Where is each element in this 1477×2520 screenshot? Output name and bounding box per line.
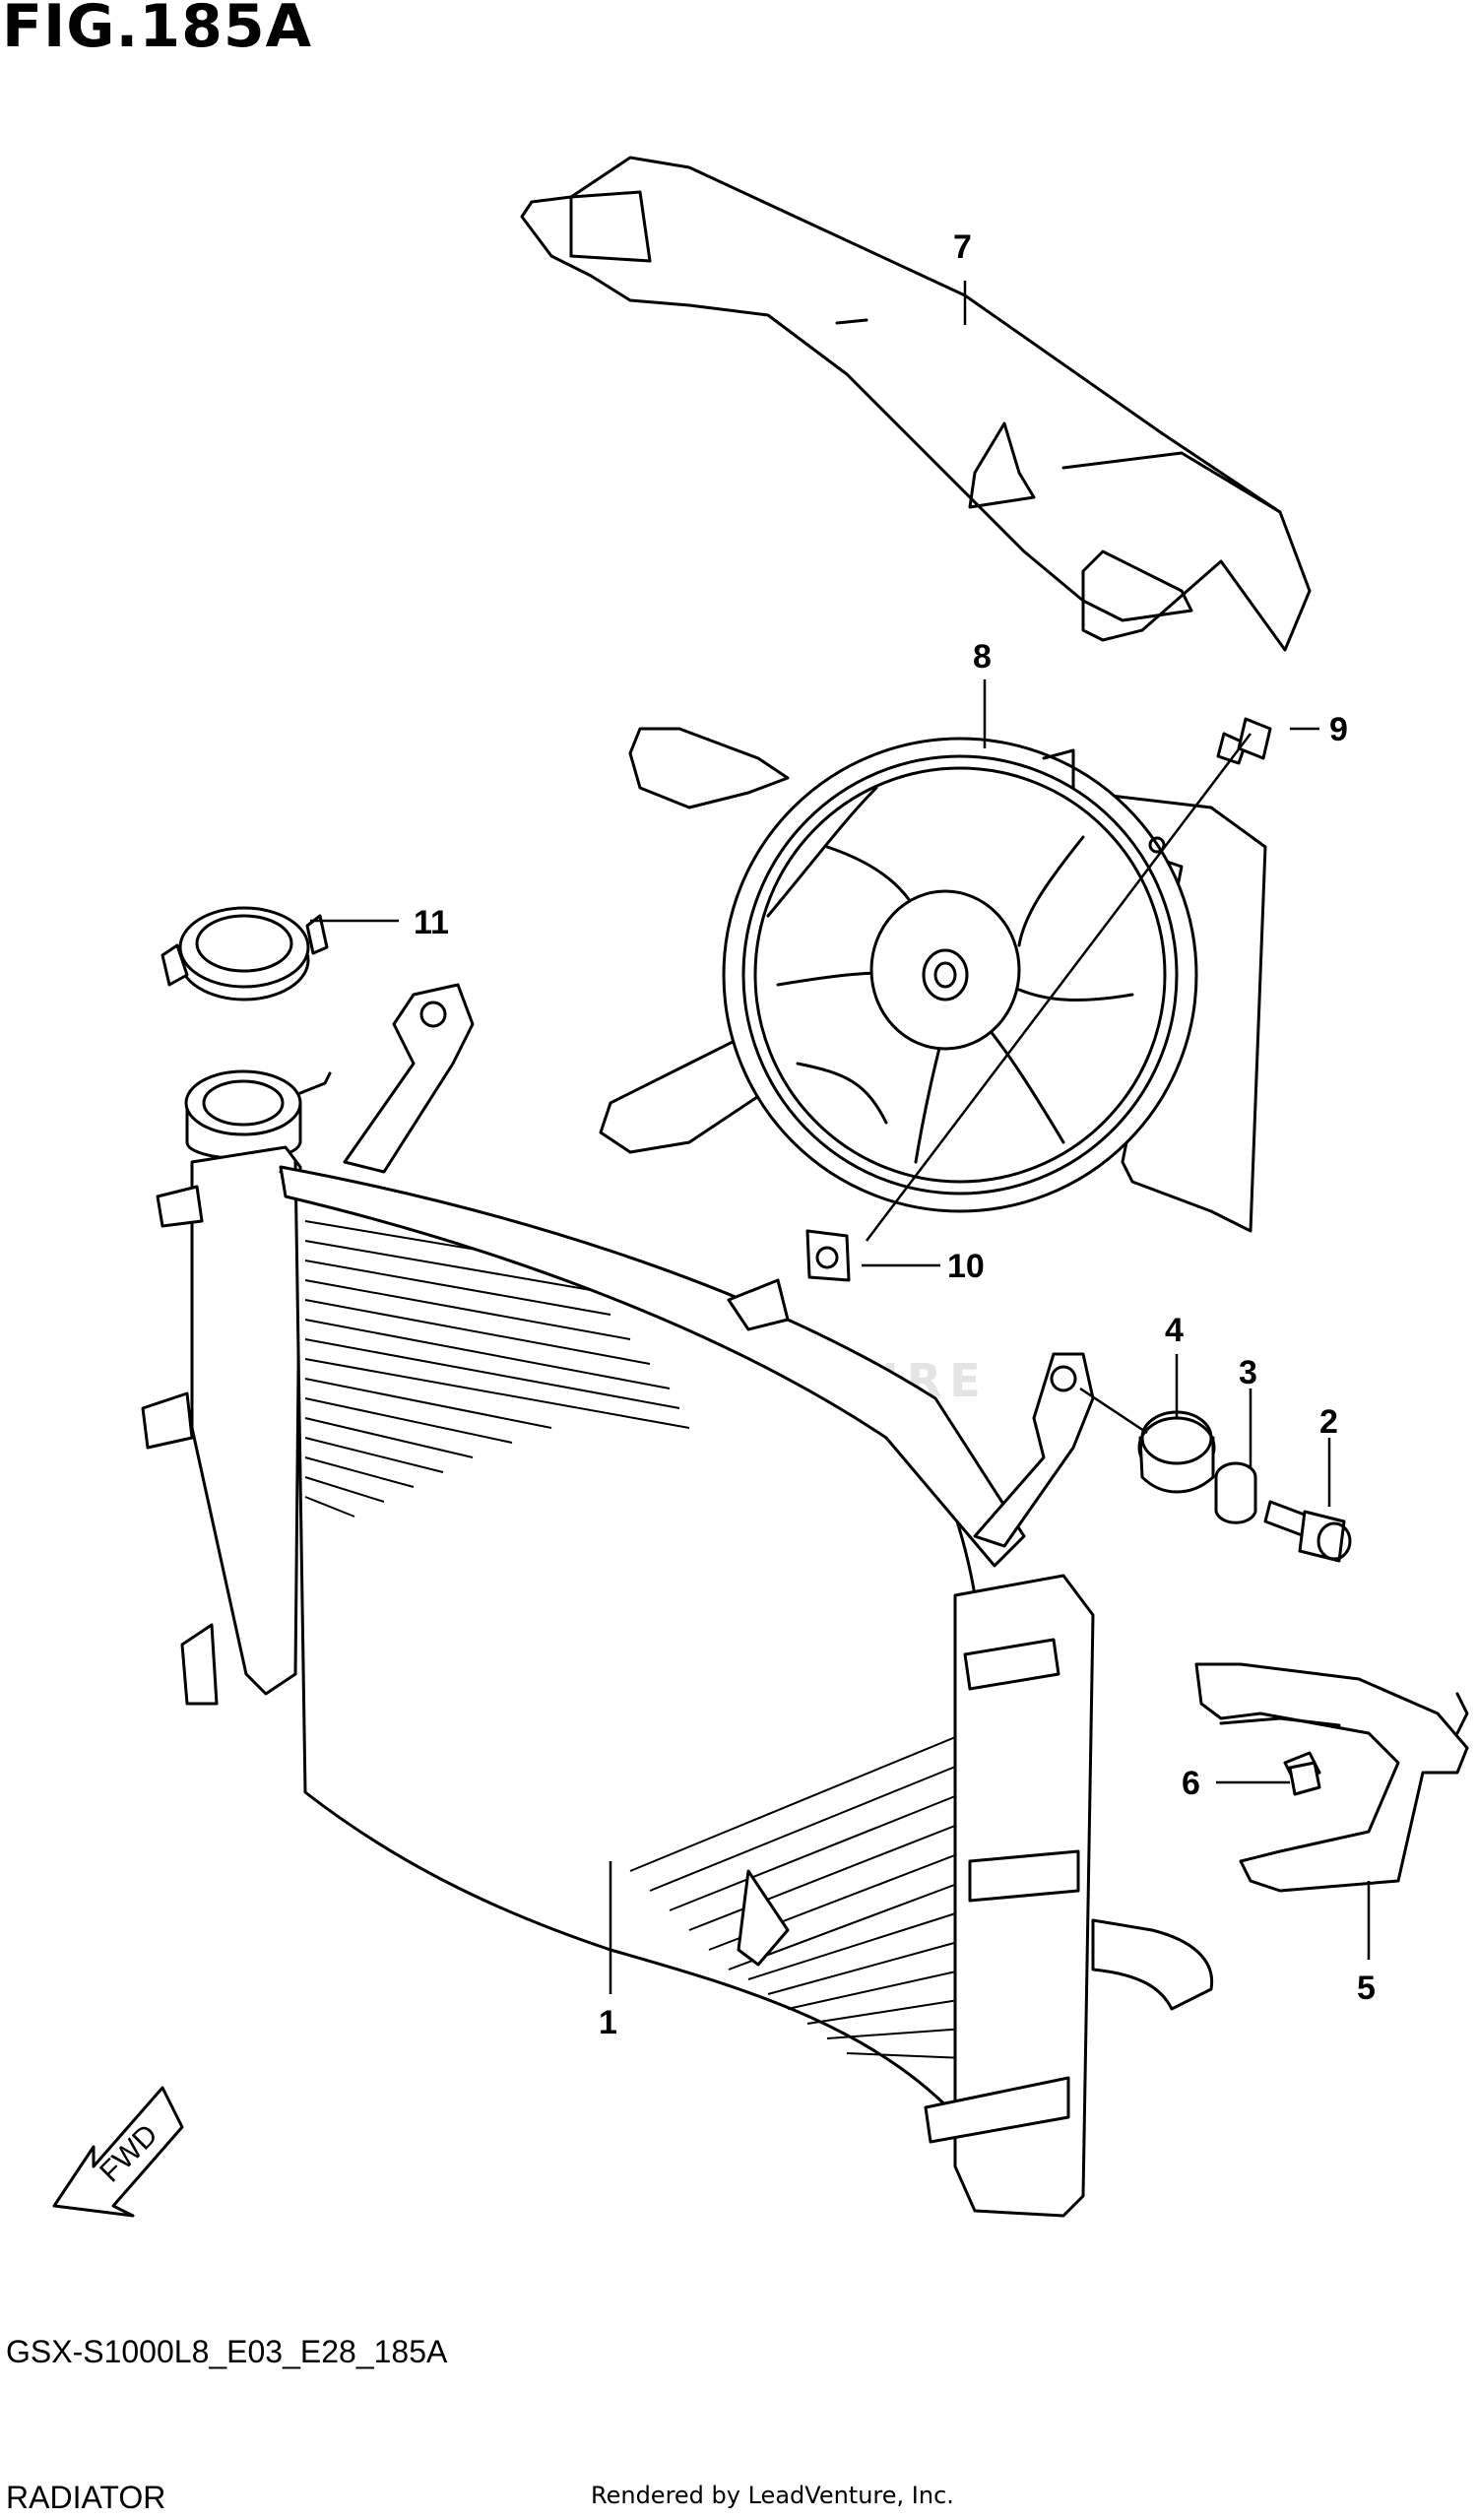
callout-4: 4 (1165, 1312, 1184, 1349)
callout-5: 5 (1357, 1970, 1376, 2007)
radiator-cap-11 (161, 906, 329, 1002)
callout-1: 1 (599, 2004, 617, 2041)
callout-6: 6 (1182, 1765, 1200, 1802)
bolt-2 (1263, 1500, 1352, 1563)
callout-10: 10 (947, 1248, 985, 1285)
callout-11: 11 (414, 904, 449, 941)
fwd-arrow: FWD (52, 2086, 184, 2218)
filler-neck (184, 1069, 332, 1161)
radiator-core-1 (141, 983, 1214, 2218)
callout-2: 2 (1319, 1403, 1338, 1441)
fan-assembly-part (599, 727, 1267, 1233)
cover-part (520, 156, 1312, 652)
bolt-9 (1216, 717, 1272, 765)
callout-9: 9 (1329, 711, 1348, 748)
figure-title: FIG.185A (2, 0, 313, 61)
callout-3: 3 (1239, 1354, 1257, 1391)
nut-10 (805, 1229, 851, 1282)
callout-8: 8 (973, 638, 992, 676)
figure-code: GSX-S1000L8_E03_E28_185A (6, 2334, 448, 2369)
collar-3 (1214, 1461, 1257, 1524)
callout-7: 7 (953, 228, 972, 266)
bracket-5 (1194, 1662, 1469, 1893)
cushion-4 (1137, 1410, 1216, 1494)
figure-name: RADIATOR (6, 2480, 166, 2515)
rendered-by: Rendered by LeadVenture, Inc. (591, 2482, 954, 2509)
leader-lines (310, 281, 1371, 1994)
callout-labels: 7 8 9 10 11 1 4 3 2 5 6 (414, 228, 1376, 2041)
bolt-6 (1283, 1751, 1321, 1796)
